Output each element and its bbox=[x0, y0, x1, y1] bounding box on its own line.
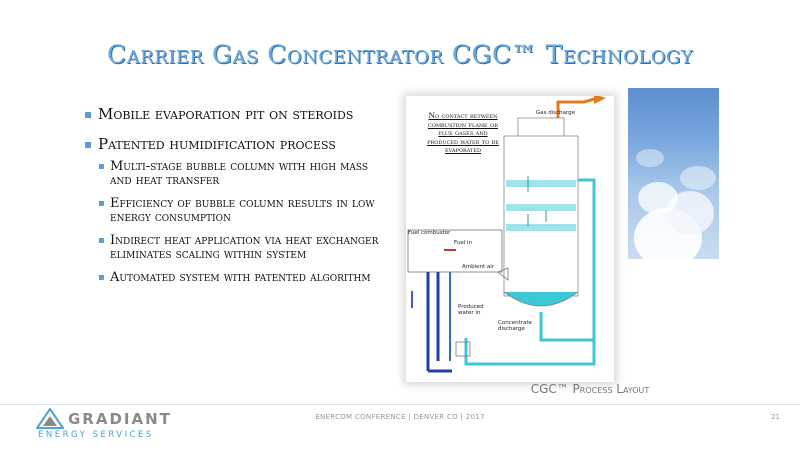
column-top bbox=[517, 117, 565, 136]
process-diagram-graphic bbox=[407, 94, 606, 373]
no-contact-callout: No contact between combustion flame or f… bbox=[424, 111, 502, 155]
ambient-air-inlet bbox=[497, 267, 509, 281]
diagram-caption: CGC™ Process Layout bbox=[530, 382, 650, 396]
steam-cloud-graphic bbox=[634, 149, 716, 259]
logo-triangle-outer bbox=[36, 408, 64, 429]
cloud-puff-2 bbox=[666, 191, 714, 235]
gradiant-triangle-logo bbox=[36, 408, 64, 429]
column-sump bbox=[503, 291, 579, 307]
bullet-patented-humidification: Patented humidification process Multi-st… bbox=[84, 136, 384, 285]
label-ambient-air: Ambient air bbox=[462, 264, 495, 270]
cloud-puff-4 bbox=[680, 166, 716, 190]
sub-bullet-multistage: Multi-stage bubble column with high mass… bbox=[98, 160, 384, 188]
tray-1 bbox=[506, 180, 576, 187]
tray-2 bbox=[506, 204, 576, 211]
cloud-puff-5 bbox=[636, 149, 664, 167]
footer-divider bbox=[0, 404, 800, 405]
logo-subtitle: ENERGY SERVICES bbox=[38, 430, 154, 440]
slide-title: Carrier Gas Concentrator CGC™ Technology bbox=[107, 40, 693, 69]
label-concentrate: Concentrate discharge bbox=[498, 320, 532, 332]
concentrate-pipe bbox=[539, 312, 594, 342]
label-produced-water: Produced water in bbox=[458, 304, 484, 316]
page-number: 21 bbox=[771, 413, 780, 421]
sub-bullet-indirect-heat: Indirect heat application via heat excha… bbox=[98, 234, 384, 262]
bullet-list: Mobile evaporation pit on steroids Paten… bbox=[84, 106, 384, 299]
footer-conference: ENERCOM CONFERENCE | DENVER CO | 2017 bbox=[315, 413, 485, 421]
logo-triangle-inner bbox=[43, 416, 57, 426]
sub-bullet-automated: Automated system with patented algorithm bbox=[98, 271, 384, 286]
process-diagram: Gas discharge Fuel combustor Fuel in Amb… bbox=[406, 94, 614, 382]
label-fuel-in: Fuel in bbox=[454, 240, 473, 246]
recirculation-pipe bbox=[464, 178, 596, 366]
column-body bbox=[503, 135, 579, 297]
cloud-puff-3 bbox=[638, 182, 678, 214]
bullet-patented-humidification-text: Patented humidification process bbox=[98, 135, 336, 153]
sub-bullet-efficiency: Efficiency of bubble column results in l… bbox=[98, 197, 384, 225]
gas-discharge-pipe bbox=[556, 96, 599, 118]
gradiant-logo: GRADIANT ENERGY SERVICES bbox=[36, 408, 170, 444]
logo-name: GRADIANT bbox=[68, 410, 172, 428]
pump-box bbox=[455, 341, 471, 357]
arrow-right-icon bbox=[594, 94, 606, 104]
fuel-combustor-box bbox=[407, 229, 503, 273]
steam-plume-photo bbox=[628, 88, 719, 259]
bullet-mobile-evaporation: Mobile evaporation pit on steroids bbox=[84, 106, 384, 122]
label-gas-discharge: Gas discharge bbox=[536, 110, 576, 116]
tray-3 bbox=[506, 224, 576, 231]
sub-bullet-list: Multi-stage bubble column with high mass… bbox=[98, 160, 384, 286]
label-fuel-combustor: Fuel combustor bbox=[408, 230, 451, 236]
